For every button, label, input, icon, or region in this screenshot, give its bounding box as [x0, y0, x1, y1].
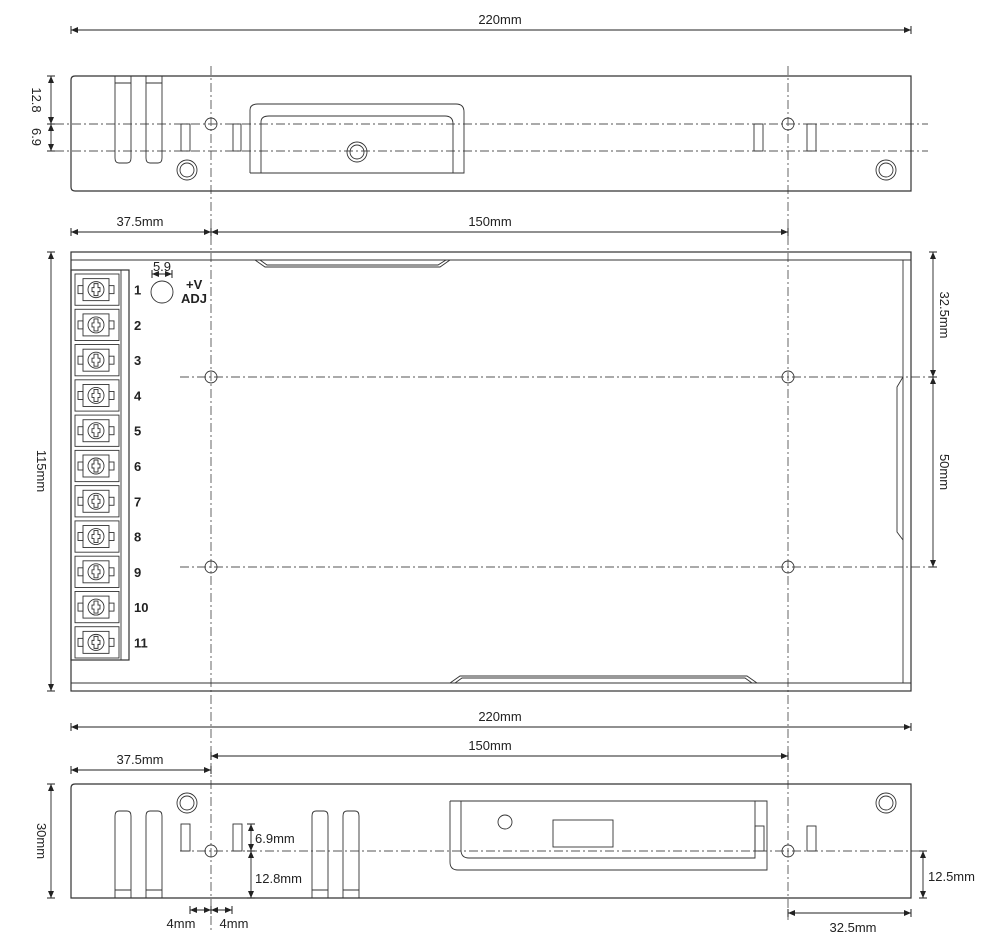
- slot-right-label: 4mm: [220, 916, 249, 931]
- terminal-number: 9: [134, 565, 141, 580]
- terminal: 8: [74, 520, 141, 553]
- ground-screw-icon: [176, 159, 198, 181]
- vent-slot: [114, 810, 132, 898]
- terminal-number: 4: [134, 388, 142, 403]
- mount-hole: [781, 560, 795, 574]
- mount-hole: [781, 844, 795, 858]
- side-tab: [896, 376, 904, 541]
- right-top-label: 32.5mm: [937, 292, 952, 339]
- terminal-screw-icon[interactable]: [87, 422, 105, 440]
- left-offset-label: 37.5mm: [117, 214, 164, 229]
- dim-lower-label: 12.8mm: [255, 871, 302, 886]
- terminal-number: 6: [134, 459, 141, 474]
- terminal-screw-icon[interactable]: [87, 457, 105, 475]
- label-window: [552, 819, 614, 848]
- terminal: 4: [74, 379, 142, 412]
- terminal-number: 2: [134, 318, 141, 333]
- terminal-screw-icon[interactable]: [87, 351, 105, 369]
- vent-slot: [145, 810, 163, 898]
- mount-hole: [204, 844, 218, 858]
- front-view: 37.5mm 150mm 1 2 3 4 5 6 7 8 9 10 11 5.9 +V ADJ 11…: [34, 214, 952, 692]
- terminal-screw-icon[interactable]: [87, 598, 105, 616]
- pot-label-v: +V: [186, 277, 203, 292]
- slot-left-label: 4mm: [167, 916, 196, 931]
- terminal-number: 10: [134, 600, 148, 615]
- mount-hole: [781, 370, 795, 384]
- screw-icon: [346, 141, 368, 163]
- dim-upper: 12.8: [29, 87, 44, 112]
- pot-dim-label: 5.9: [153, 259, 171, 274]
- terminal: 7: [74, 485, 141, 518]
- ground-screw-icon: [875, 159, 897, 181]
- led-indicator: [497, 814, 513, 830]
- vent-slot: [114, 76, 132, 164]
- terminal: 3: [74, 344, 141, 377]
- terminal-number: 1: [134, 283, 141, 298]
- side-view: 220mm 150mm 37.5mm 6.9mm 12.8mm 30mm 12.…: [34, 709, 975, 935]
- hole-spacing-label: 150mm: [468, 738, 511, 753]
- mount-hole: [204, 370, 218, 384]
- terminal: 1: [74, 273, 141, 306]
- ground-screw-icon: [176, 792, 198, 814]
- terminal-screw-icon[interactable]: [87, 492, 105, 510]
- terminal: 5: [74, 414, 141, 447]
- terminal-number: 7: [134, 494, 141, 509]
- cover-bracket: [449, 800, 768, 871]
- vent-slot: [145, 76, 163, 164]
- tab-slot: [180, 123, 191, 152]
- dim-upper-label: 6.9mm: [255, 831, 295, 846]
- mount-hole: [204, 560, 218, 574]
- tab-slot: [754, 825, 765, 852]
- dim-lower: 6.9: [29, 128, 44, 146]
- voltage-adjust-pot[interactable]: [150, 280, 174, 304]
- terminal-screw-icon[interactable]: [87, 387, 105, 404]
- terminal: 2: [74, 308, 141, 341]
- front-housing: [70, 251, 912, 692]
- mount-hole: [781, 117, 795, 131]
- terminal-number: 11: [134, 635, 148, 650]
- terminal: 11: [74, 626, 148, 659]
- vent-slot: [311, 810, 329, 898]
- width-label: 220mm: [478, 12, 521, 27]
- terminal-screw-icon[interactable]: [87, 316, 105, 334]
- center-lines: [55, 66, 930, 930]
- tab-slot: [806, 123, 817, 152]
- mount-hole: [204, 117, 218, 131]
- terminal-screw-icon[interactable]: [87, 528, 105, 545]
- side-housing: [70, 783, 912, 899]
- height-label: 115mm: [34, 450, 49, 492]
- tab-slot: [232, 823, 243, 852]
- top-view: 220mm 12.8 6.9: [29, 12, 912, 192]
- right-spacing-label: 50mm: [937, 454, 952, 490]
- tab-slot: [753, 123, 764, 152]
- terminal: 10: [74, 591, 148, 624]
- terminal-screw-icon[interactable]: [87, 633, 105, 651]
- left-offset-label: 37.5mm: [117, 752, 164, 767]
- terminal-screw-icon[interactable]: [87, 563, 105, 581]
- right-height-label: 12.5mm: [928, 869, 975, 884]
- height-label: 30mm: [34, 823, 49, 859]
- bottom-tab: [449, 675, 758, 684]
- terminal-number: 3: [134, 353, 141, 368]
- terminal: 9: [74, 555, 141, 588]
- terminal-list: 1 2 3 4 5 6 7 8 9 10 11: [74, 273, 148, 659]
- tab-slot: [180, 823, 191, 852]
- hole-spacing-label: 150mm: [468, 214, 511, 229]
- width-label: 220mm: [478, 709, 521, 724]
- right-offset-label: 32.5mm: [830, 920, 877, 935]
- terminal-screw-icon[interactable]: [87, 281, 105, 299]
- vent-slot: [342, 810, 360, 898]
- tab-slot: [232, 123, 242, 152]
- terminal-number: 8: [134, 530, 141, 545]
- top-tab: [254, 259, 451, 268]
- top-housing: [70, 75, 912, 192]
- terminal: 6: [74, 449, 141, 483]
- tab-slot: [806, 825, 817, 852]
- ground-screw-icon: [875, 792, 897, 814]
- pot-label-adj: ADJ: [181, 291, 207, 306]
- cover-bracket: [249, 103, 465, 174]
- terminal-block: [70, 269, 130, 661]
- terminal-number: 5: [134, 424, 141, 439]
